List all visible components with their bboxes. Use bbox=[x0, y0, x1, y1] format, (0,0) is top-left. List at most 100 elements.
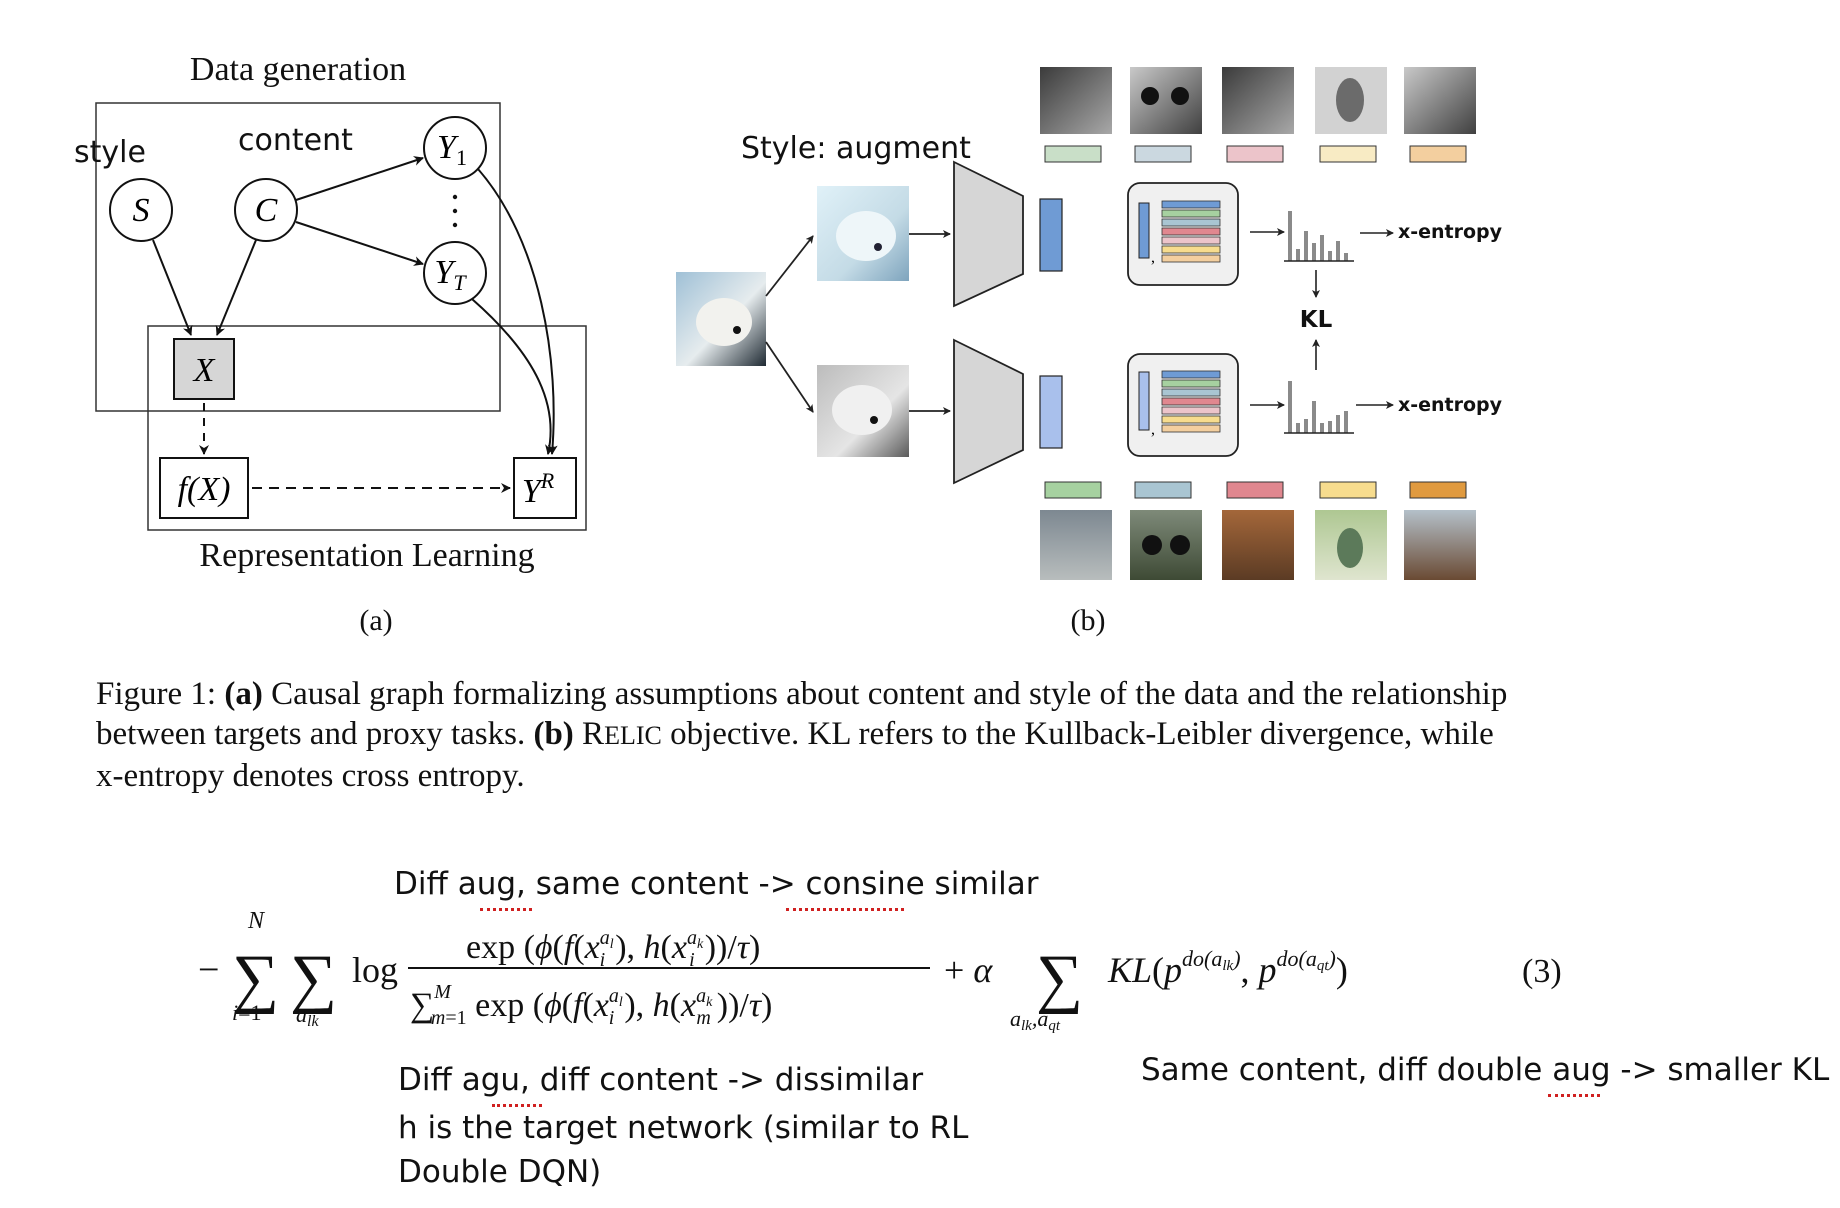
histogram-bar bbox=[1344, 411, 1348, 433]
style-label: style bbox=[74, 135, 146, 170]
caption-a-text: Causal graph formalizing assumptions abo… bbox=[96, 676, 1508, 752]
caption-prefix: Figure 1: bbox=[96, 676, 217, 712]
embedding-bar-bottom bbox=[1226, 481, 1284, 499]
embedding-bar-bottom bbox=[1409, 481, 1467, 499]
svg-text:∑: ∑ bbox=[290, 942, 337, 1015]
caption-b-tag: (b) bbox=[533, 716, 574, 752]
similarity-stack-row bbox=[1161, 370, 1221, 379]
note-bottom-line3: Double DQN) bbox=[398, 1154, 602, 1190]
similarity-stack-row bbox=[1161, 254, 1221, 263]
node-y1-subscript: 1 bbox=[456, 145, 467, 170]
caption-b-text: objective. KL refers to the Kullback-Lei… bbox=[96, 716, 1494, 794]
note-top: Diff aug, same content -> consine simila… bbox=[394, 866, 1039, 902]
histogram-bar bbox=[1296, 249, 1300, 261]
embedding-bar-top bbox=[1134, 145, 1192, 163]
histogram-bar bbox=[1344, 253, 1348, 261]
histogram-bar bbox=[1320, 423, 1324, 433]
node-s-label: S bbox=[133, 192, 150, 229]
svg-text:+ α: + α bbox=[944, 950, 993, 990]
caption-a-tag: (a) bbox=[224, 676, 263, 712]
style-augment-label: Style: augment bbox=[741, 131, 971, 166]
node-yr-superscript: R bbox=[540, 468, 555, 493]
embedding-bar-bottom bbox=[1134, 481, 1192, 499]
svg-text:KL(pdo(alk), pdo(aqt)): KL(pdo(alk), pdo(aqt)) bbox=[1107, 946, 1348, 990]
embedding-bar-top bbox=[1409, 145, 1467, 163]
note-right-squiggle-aug bbox=[1548, 1088, 1600, 1097]
similarity-stack-row bbox=[1161, 379, 1221, 388]
caption-relic: RELIC bbox=[582, 716, 662, 752]
similarity-stack-row bbox=[1161, 209, 1221, 218]
node-yt bbox=[423, 241, 487, 305]
note-top-squiggle-aug bbox=[480, 902, 532, 911]
thumb-top-2 bbox=[1130, 67, 1202, 134]
svg-text:−: − bbox=[198, 949, 219, 991]
node-s bbox=[109, 178, 173, 242]
thumb-top-1 bbox=[1040, 67, 1112, 134]
distribution-top bbox=[1284, 211, 1354, 262]
node-y1 bbox=[423, 116, 487, 180]
histogram-bar bbox=[1328, 421, 1332, 433]
representation-learning-box bbox=[147, 325, 587, 531]
node-yr-label: YR bbox=[522, 468, 555, 510]
comma-glyph: , bbox=[1151, 249, 1155, 266]
histogram-bar bbox=[1288, 381, 1292, 433]
histogram-bar bbox=[1336, 241, 1340, 261]
histogram-bar bbox=[1304, 231, 1308, 261]
bottom-embedding-bars bbox=[1044, 481, 1467, 499]
similarity-stack-row bbox=[1161, 406, 1221, 415]
figure-caption: Figure 1: (a) Causal graph formalizing a… bbox=[96, 674, 1516, 796]
note-bottom-squiggle-agu bbox=[492, 1098, 542, 1107]
node-x bbox=[173, 338, 235, 400]
panel-b-sublabel: (b) bbox=[1071, 604, 1106, 637]
svg-text:∑: ∑ bbox=[232, 942, 279, 1015]
causal-graph-panel: Data generation style content S C Y1 YT … bbox=[74, 51, 587, 637]
thumb-bottom-3 bbox=[1222, 510, 1294, 580]
data-generation-title: Data generation bbox=[190, 51, 406, 88]
note-bottom-line2: h is the target network (similar to RL bbox=[398, 1110, 969, 1146]
note-bottom-line1: Diff agu, diff content -> dissimilar bbox=[398, 1062, 924, 1098]
node-c bbox=[234, 178, 298, 242]
encoder-top bbox=[953, 160, 1024, 308]
projection-top bbox=[1039, 198, 1063, 272]
node-fx bbox=[159, 457, 249, 519]
node-x-label: X bbox=[192, 352, 216, 389]
similarity-stack-row bbox=[1161, 397, 1221, 406]
distribution-bottom bbox=[1284, 381, 1354, 434]
comma-glyph: , bbox=[1151, 421, 1155, 438]
histogram-bar bbox=[1304, 419, 1308, 433]
node-yt-subscript: T bbox=[453, 270, 467, 295]
top-grayscale-images bbox=[1040, 67, 1476, 134]
embedding-bar-top bbox=[1226, 145, 1284, 163]
note-right: Same content, diff double aug -> smaller… bbox=[1141, 1052, 1830, 1088]
histogram-bar bbox=[1288, 211, 1292, 261]
node-fx-label: f(X) bbox=[178, 471, 231, 508]
similarity-stack-row bbox=[1161, 200, 1221, 209]
panel-a-sublabel: (a) bbox=[359, 604, 392, 637]
similarity-stack-row bbox=[1161, 245, 1221, 254]
note-top-squiggle-consine bbox=[786, 902, 904, 911]
node-yr bbox=[513, 457, 577, 519]
top-embedding-bars bbox=[1044, 145, 1467, 163]
embedding-bar-bottom bbox=[1044, 481, 1102, 499]
node-y1-label: Y1 bbox=[437, 129, 467, 170]
svg-text:N: N bbox=[247, 908, 266, 934]
content-label: content bbox=[238, 123, 353, 158]
similarity-stack-row bbox=[1161, 218, 1221, 227]
x-entropy-bottom: x-entropy bbox=[1398, 394, 1503, 416]
embedding-bar-top bbox=[1044, 145, 1102, 163]
embedding-bar-top bbox=[1319, 145, 1377, 163]
svg-text:∑: ∑ bbox=[1036, 942, 1083, 1015]
embedding-bar-bottom bbox=[1319, 481, 1377, 499]
similarity-stack-row bbox=[1161, 236, 1221, 245]
thumb-bottom-5 bbox=[1404, 510, 1476, 580]
histogram-bar bbox=[1336, 415, 1340, 433]
histogram-bar bbox=[1328, 251, 1332, 261]
representation-learning-title: Representation Learning bbox=[199, 537, 534, 574]
thumb-top-3 bbox=[1222, 67, 1294, 134]
svg-text:log: log bbox=[352, 950, 398, 990]
bottom-color-images bbox=[1040, 510, 1476, 580]
similarity-stack-row bbox=[1161, 388, 1221, 397]
